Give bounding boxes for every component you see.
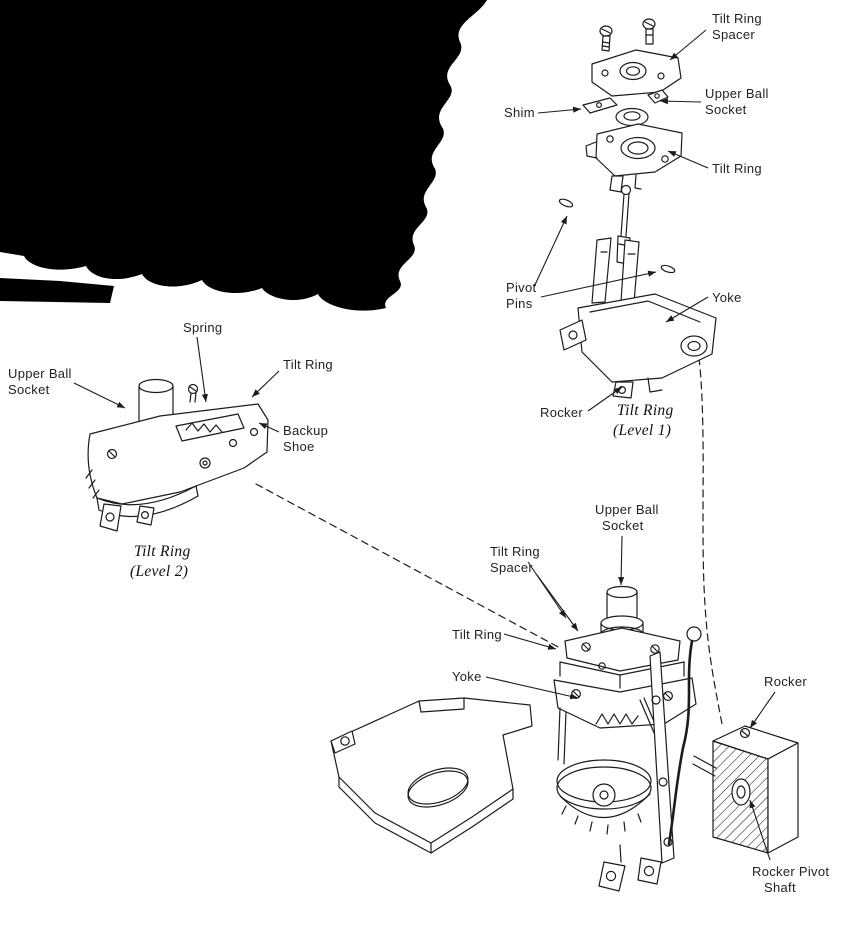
label-l1-yoke: Yoke: [712, 290, 742, 305]
label-a-tilt-ring: Tilt Ring: [452, 627, 502, 642]
base-plate: [330, 697, 533, 854]
dashed-connector-level1: [698, 357, 723, 725]
label-a-rocker-pivot-shaft-line2: Shaft: [764, 880, 796, 895]
assembled-mechanism-view: [330, 585, 799, 892]
tilt-ring-part: [585, 123, 683, 193]
yoke-part: [559, 237, 717, 399]
caption-level2-line2: (Level 2): [130, 563, 188, 580]
mounting-feet: [598, 844, 662, 892]
screw-icon: [642, 18, 656, 45]
screw-icon: [599, 25, 613, 52]
upper-ball-socket-assembled: [600, 585, 644, 642]
label-l1-tilt-ring-spacer-line2: Spacer: [712, 27, 755, 42]
drum: [556, 759, 652, 835]
level1-exploded-view: [558, 18, 717, 399]
label-l2-tilt-ring: Tilt Ring: [283, 357, 333, 372]
label-l2-upper-ball-socket-line1: Upper Ball: [8, 366, 72, 381]
label-l1-tilt-ring: Tilt Ring: [712, 161, 762, 176]
label-a-upper-ball-socket-line1: Upper Ball: [595, 502, 659, 517]
shim-part: [582, 97, 618, 114]
scan-artifact-blob: [0, 0, 487, 311]
rocker-part: [712, 725, 799, 854]
label-l1-pivot-pins-line1: Pivot: [506, 280, 536, 295]
dashed-connectors: [255, 357, 723, 725]
tilt-ring-spacer-assembled: [564, 627, 681, 672]
label-l1-pivot-pins-line2: Pins: [506, 296, 533, 311]
label-l2-upper-ball-socket-line2: Socket: [8, 382, 50, 397]
label-l1-shim: Shim: [504, 105, 535, 120]
labels: Tilt Ring Spacer Upper Ball Socket Shim …: [8, 11, 829, 895]
ball-lever: [667, 626, 717, 846]
upper-ball-socket-part: [615, 107, 649, 127]
label-a-rocker-pivot-shaft-line1: Rocker Pivot: [752, 864, 829, 879]
label-l1-tilt-ring-spacer-line1: Tilt Ring: [712, 11, 762, 26]
scan-artifact-bar: [0, 278, 114, 303]
frame-link: [649, 651, 675, 864]
label-a-tilt-ring-spacer-line2: Spacer: [490, 560, 533, 575]
label-a-tilt-ring-spacer-line1: Tilt Ring: [490, 544, 540, 559]
tilt-ring-plate: [85, 403, 269, 518]
label-l1-rocker: Rocker: [540, 405, 583, 420]
label-l1-upper-ball-socket-line2: Socket: [705, 102, 747, 117]
label-a-yoke: Yoke: [452, 669, 482, 684]
label-a-upper-ball-socket-line2: Socket: [602, 518, 644, 533]
level2-assembly-view: [85, 378, 269, 532]
leader-lines: [73, 29, 776, 861]
dashed-connector-level2: [255, 483, 561, 649]
caption-level2-line1: Tilt Ring: [134, 543, 191, 560]
mounting-legs: [99, 503, 155, 532]
caption-level1-line2: (Level 1): [613, 422, 671, 439]
caption-level1-line1: Tilt Ring: [617, 402, 674, 419]
tilt-ring-spacer-part: [591, 49, 682, 104]
label-l2-backup-shoe-line2: Shoe: [283, 439, 315, 454]
label-l1-upper-ball-socket-line1: Upper Ball: [705, 86, 769, 101]
yoke-assembled: [553, 677, 697, 765]
label-l2-backup-shoe-line1: Backup: [283, 423, 328, 438]
label-a-rocker: Rocker: [764, 674, 807, 689]
pivot-pins-part: [558, 198, 676, 274]
tilt-ring-assembled: [559, 661, 685, 689]
spring-screw: [187, 383, 199, 403]
label-l2-spring: Spring: [183, 320, 222, 335]
